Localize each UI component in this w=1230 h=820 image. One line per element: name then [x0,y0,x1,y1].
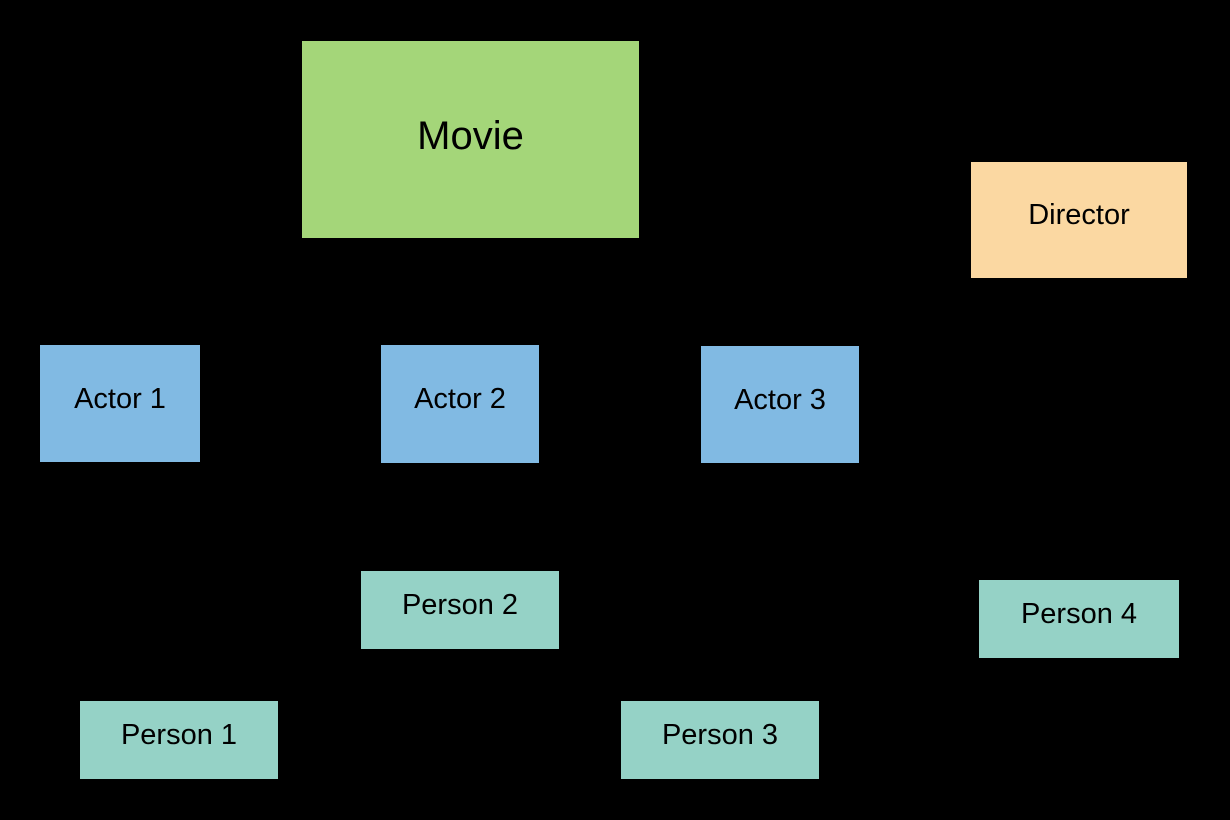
node-person-4[interactable]: Person 4 [979,580,1179,658]
node-label-person-2: Person 2 [401,589,519,622]
node-actor-1[interactable]: Actor 1 [40,345,200,462]
node-label-actor-2: Actor 2 [414,383,506,416]
node-label-person-3: Person 3 [661,719,779,752]
node-person-3[interactable]: Person 3 [621,701,819,779]
node-label-movie: Movie [417,113,524,158]
node-label-director: Director [1028,199,1130,232]
node-person-2[interactable]: Person 2 [361,571,559,649]
node-director[interactable]: Director [971,162,1187,278]
node-actor-2[interactable]: Actor 2 [381,345,539,463]
node-actor-3[interactable]: Actor 3 [701,346,859,463]
node-label-person-4: Person 4 [1020,598,1138,631]
node-label-actor-3: Actor 3 [734,383,826,416]
node-label-actor-1: Actor 1 [74,382,166,415]
node-movie[interactable]: Movie [302,41,639,238]
node-label-person-1: Person 1 [120,719,238,752]
node-person-1[interactable]: Person 1 [80,701,278,779]
